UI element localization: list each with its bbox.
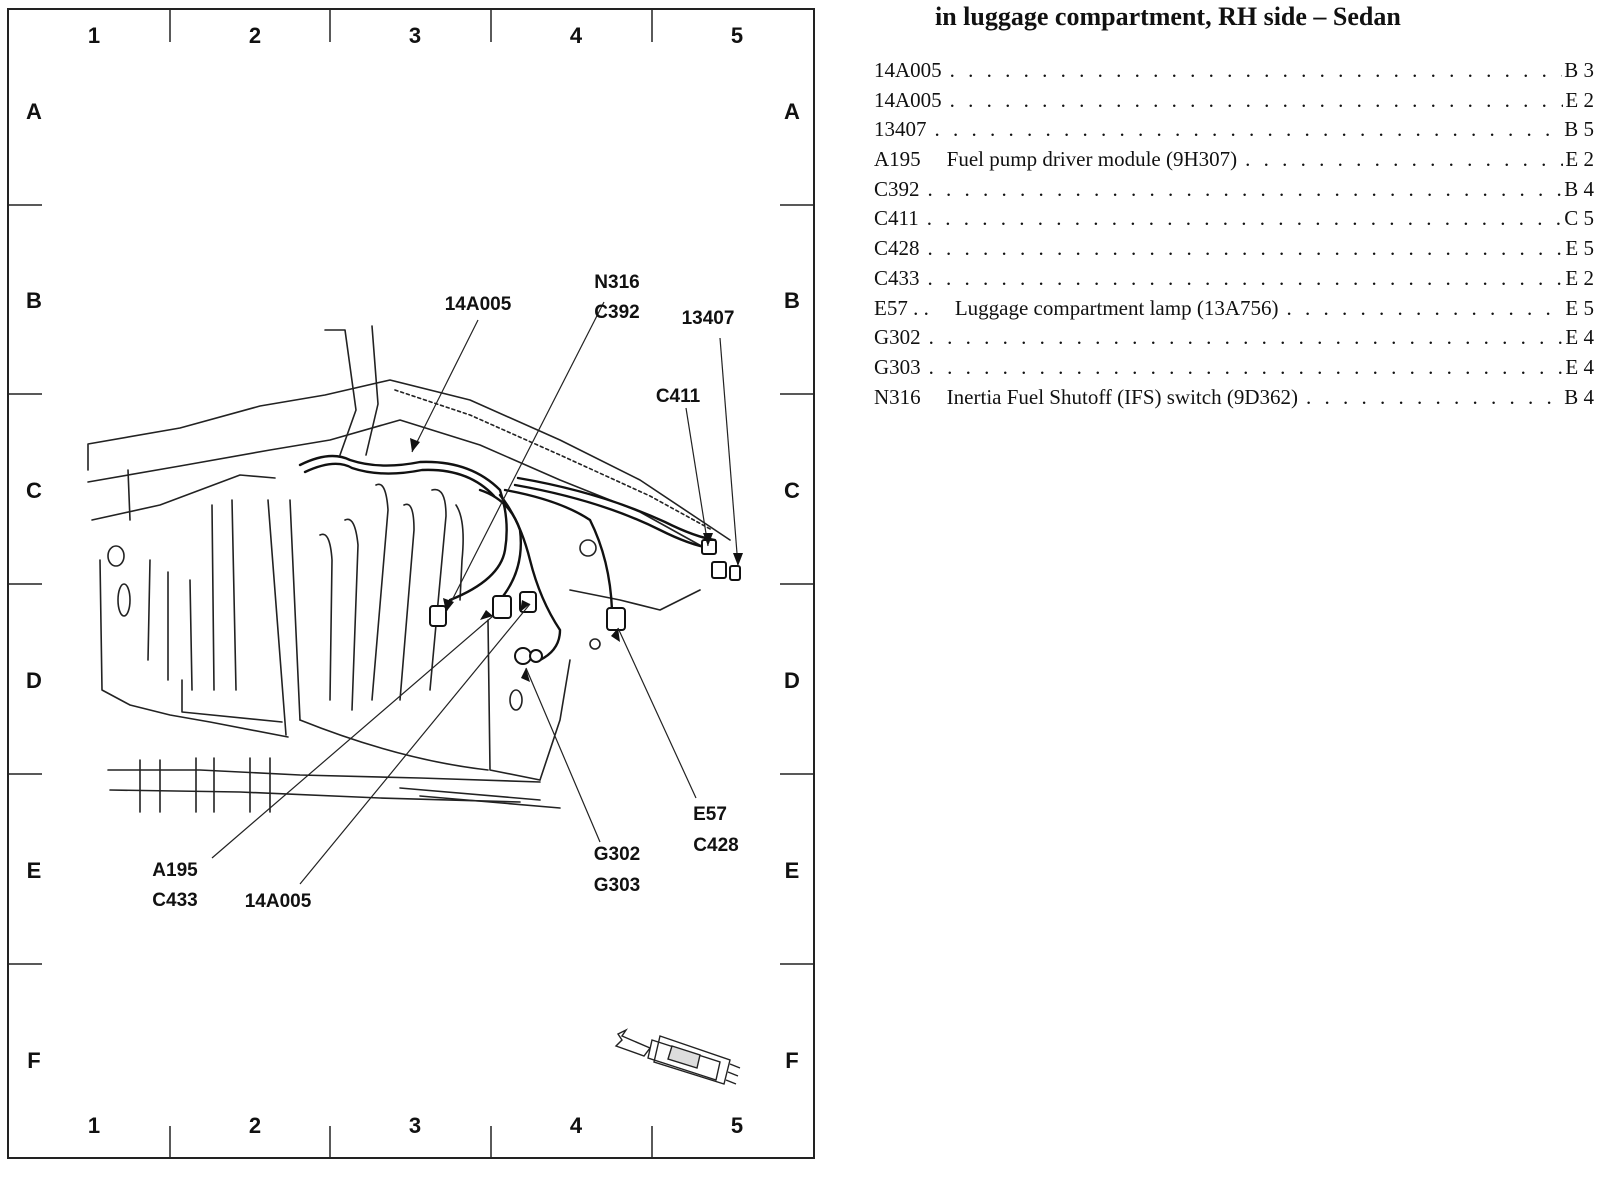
column-label-top-2: 2: [249, 23, 261, 48]
row-label-right-d: D: [784, 668, 800, 693]
luggage-compartment-illustration: [87, 325, 731, 813]
row-label-right-a: A: [784, 99, 800, 124]
row-label-right-b: B: [784, 288, 800, 313]
column-label-top-3: 3: [409, 23, 421, 48]
column-label-top-4: 4: [570, 23, 583, 48]
column-label-bottom-5: 5: [731, 1113, 743, 1138]
callout-c428: C428: [693, 835, 738, 856]
legend-leader-dots: . . . . . . . . . . . . . . . . . . . . …: [934, 117, 1563, 142]
legend-row: 13407 . . . . . . . . . . . . . . . . . .…: [874, 115, 1594, 145]
callout-14a005-top: 14A005: [445, 294, 512, 315]
legend-component-code: G302: [874, 325, 921, 350]
callout-arrowheads: [410, 438, 743, 682]
legend-grid-location: B 3: [1564, 58, 1594, 82]
legend-leader-dots: . . . . . . . . . . . . . . . . . . . . …: [928, 325, 1564, 350]
legend-leader-dots: . . . . . . . . . . . . . . . . . . . . …: [927, 265, 1564, 290]
legend-leader-dots: . . . . . . . . . . . . . . . . . . . . …: [927, 176, 1563, 201]
legend-row: 14A005 . . . . . . . . . . . . . . . . . …: [874, 86, 1594, 116]
legend-row: E57 . . Luggage compartment lamp (13A756)…: [874, 294, 1594, 324]
legend-component-code: 13407: [874, 117, 927, 142]
page-title: in luggage compartment, RH side – Sedan: [935, 2, 1401, 31]
legend-component-code: C433: [874, 265, 920, 290]
column-label-bottom-2: 2: [249, 1113, 261, 1138]
callout-leaders: [211, 301, 739, 885]
column-label-top-1: 1: [88, 23, 100, 48]
legend-component-code: E57 . .: [874, 295, 929, 320]
legend-leader-dots: . . . . . . . . . . . . . . . . . . . . …: [1286, 295, 1563, 320]
column-label-bottom-1: 1: [88, 1113, 100, 1138]
row-label-left-e: E: [27, 858, 42, 883]
callout-g302: G302: [594, 844, 640, 865]
legend-component-code: C428: [874, 236, 920, 261]
row-label-left-c: C: [26, 478, 42, 503]
legend-grid-location: E 5: [1565, 295, 1594, 320]
legend-component-code: C411: [874, 206, 919, 231]
callout-e57: E57: [693, 804, 727, 825]
callout-c411: C411: [656, 386, 701, 407]
legend-component-code: 14A005: [874, 87, 942, 112]
legend-component-description: Luggage compartment lamp (13A756): [954, 295, 1279, 320]
wiring-harness: [298, 454, 717, 662]
harness-connectors: [429, 539, 741, 665]
column-label-top-5: 5: [731, 23, 743, 48]
vehicle-orientation-icon: [614, 1028, 741, 1085]
legend-grid-location: B 5: [1564, 117, 1594, 142]
legend-leader-dots: . . . . . . . . . . . . . . . . . . . . …: [949, 58, 1563, 82]
component-legend: 14A005 . . . . . . . . . . . . . . . . . …: [874, 56, 1594, 412]
legend-leader-dots: . . . . . . . . . . . . . . . . . . . . …: [928, 354, 1564, 379]
column-label-bottom-4: 4: [570, 1113, 583, 1138]
callout-a195: A195: [152, 860, 198, 881]
legend-grid-location: B 4: [1564, 176, 1594, 201]
row-ticks: [8, 204, 814, 965]
legend-grid-location: E 2: [1565, 87, 1594, 112]
legend-grid-location: B 4: [1564, 384, 1594, 409]
row-label-left-b: B: [26, 288, 42, 313]
legend-component-description: Inertia Fuel Shutoff (IFS) switch (9D362…: [946, 384, 1298, 409]
row-label-right-e: E: [785, 858, 800, 883]
callout-14a005-bottom: 14A005: [245, 891, 312, 912]
diagram-frame: [7, 8, 815, 1159]
row-label-right-f: F: [785, 1048, 798, 1073]
legend-component-code: 14A005: [874, 58, 942, 82]
row-label-left-d: D: [26, 668, 42, 693]
legend-grid-location: E 2: [1565, 147, 1594, 172]
legend-grid-location: E 4: [1565, 325, 1594, 350]
legend-leader-dots: . . . . . . . . . . . . . . . . . . . . …: [1245, 147, 1563, 172]
legend-leader-dots: . . . . . . . . . . . . . . . . . . . . …: [949, 87, 1564, 112]
legend-leader-dots: . . . . . . . . . . . . . . . . . . . . …: [926, 206, 1563, 231]
legend-grid-location: E 2: [1565, 265, 1594, 290]
column-label-bottom-3: 3: [409, 1113, 421, 1138]
column-ticks: [169, 9, 653, 1158]
legend-grid-location: C 5: [1564, 206, 1594, 231]
legend-component-code: G303: [874, 354, 921, 379]
legend-component-code: C392: [874, 176, 920, 201]
legend-component-description: Fuel pump driver module (9H307): [946, 147, 1238, 172]
legend-grid-location: E 5: [1565, 236, 1594, 261]
legend-row: G302 . . . . . . . . . . . . . . . . . . …: [874, 323, 1594, 353]
legend-row: G303 . . . . . . . . . . . . . . . . . . …: [874, 353, 1594, 383]
legend-leader-dots: . . . . . . . . . . . . . . . . . . . . …: [927, 236, 1564, 261]
row-label-left-a: A: [26, 99, 42, 124]
callout-c392: C392: [594, 302, 639, 323]
callout-n316: N316: [594, 272, 639, 293]
legend-row: N316 Inertia Fuel Shutoff (IFS) switch (9…: [874, 383, 1594, 413]
component-location-diagram: 1 2 3 4 5 1 2 3 4 5 A B C D E F A B C D …: [7, 8, 815, 1159]
legend-component-code: N316: [874, 384, 921, 409]
legend-row: A195 Fuel pump driver module (9H307) . . .…: [874, 145, 1594, 175]
legend-row: C392 . . . . . . . . . . . . . . . . . . …: [874, 175, 1594, 205]
legend-grid-location: E 4: [1565, 354, 1594, 379]
legend-row: C411 . . . . . . . . . . . . . . . . . . …: [874, 204, 1594, 234]
legend-row: C433 . . . . . . . . . . . . . . . . . . …: [874, 264, 1594, 294]
row-label-right-c: C: [784, 478, 800, 503]
callout-g303: G303: [594, 875, 640, 896]
legend-leader-dots: . . . . . . . . . . . . . . . . . . . . …: [1306, 384, 1562, 409]
row-label-left-f: F: [27, 1048, 40, 1073]
legend-component-code: A195: [874, 147, 921, 172]
legend-row: C428 . . . . . . . . . . . . . . . . . . …: [874, 234, 1594, 264]
callout-c433: C433: [152, 890, 197, 911]
callout-13407: 13407: [682, 308, 735, 329]
legend-row: 14A005 . . . . . . . . . . . . . . . . . …: [874, 56, 1594, 86]
